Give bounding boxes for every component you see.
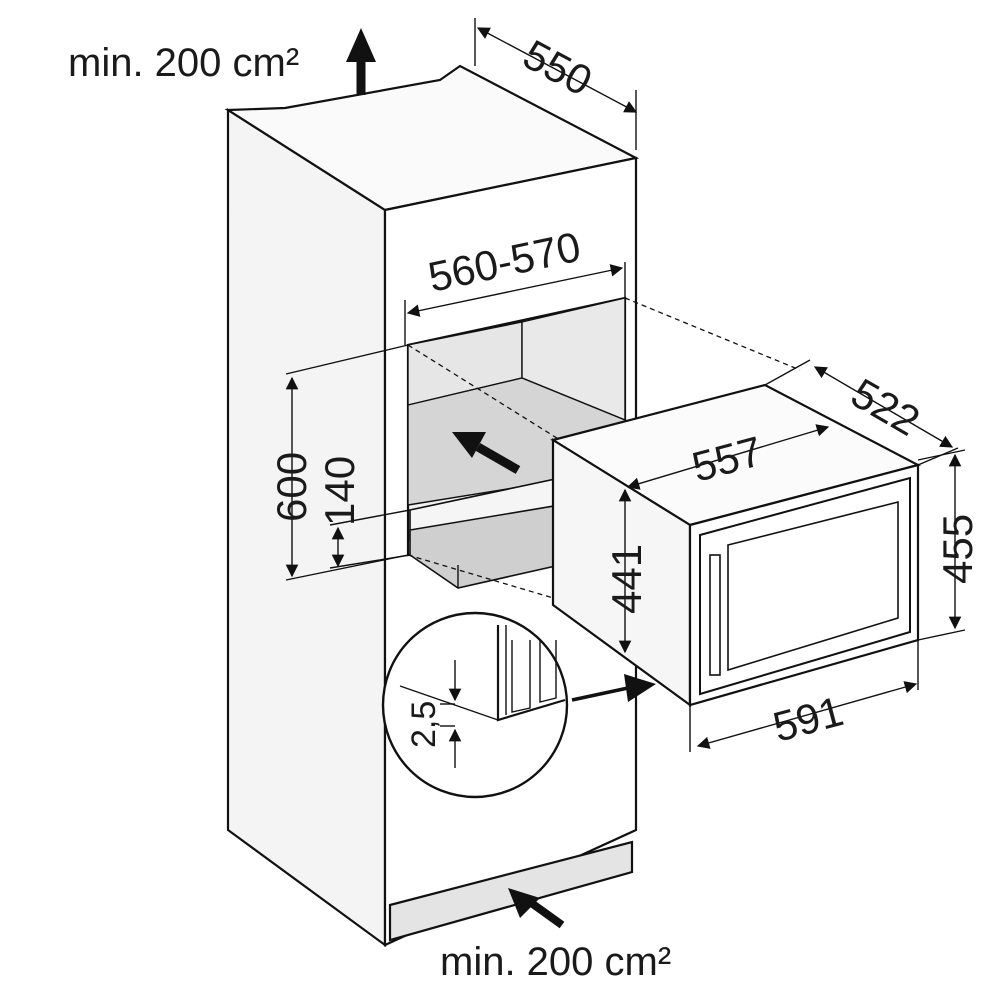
projection-lines [407,297,801,601]
drawer-front [409,504,561,589]
appliance-body-height-label: 441 [603,544,650,614]
drawer-height-label: 140 [316,456,363,526]
detail-pointer-arrow [571,686,629,702]
bottom-ventilation-label: min. 200 cm² [440,940,671,984]
dimension-lines [285,18,966,752]
door-handle [709,554,721,676]
detail-gap-label: 2,5 [405,701,443,748]
top-ventilation-label: min. 200 cm² [68,41,299,85]
bottom-vent-arrow [527,898,565,929]
niche-height-label: 600 [268,452,315,522]
appliance-front-width-label: 591 [768,687,848,751]
appliance-front-height-label: 455 [934,514,981,584]
push-arrow [475,443,521,474]
detail-view [381,611,656,799]
cabinet-side-face [226,107,387,948]
door-glass [727,500,899,672]
cabinet-depth-label: 550 [516,30,600,104]
detail-circle [381,611,569,799]
ventilation-arrows [346,28,565,929]
